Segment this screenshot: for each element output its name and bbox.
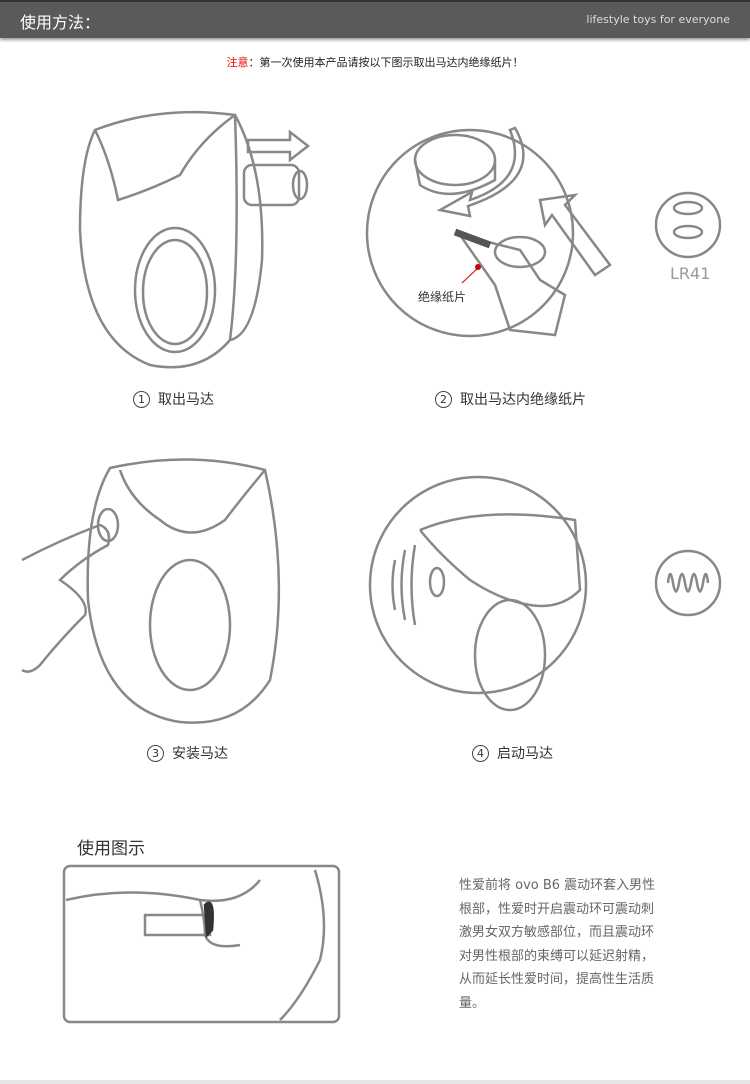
step2-circle-illustration	[365, 126, 722, 338]
step-label: 取出马达内绝缘纸片	[460, 392, 586, 408]
header-bar: 使用方法： lifestyle toys for everyone	[0, 0, 750, 38]
step-number: 1	[133, 391, 150, 408]
step3-ring-illustration	[21, 458, 281, 724]
tagline: lifestyle toys for everyone	[586, 13, 730, 26]
step2-caption: 2 取出马达内绝缘纸片	[435, 389, 586, 409]
battery-label: LR41	[670, 264, 711, 283]
step4-caption: 4 启动马达	[472, 743, 553, 763]
footer-divider	[0, 1080, 750, 1084]
step-number: 2	[435, 391, 452, 408]
usage-illustration	[62, 864, 341, 1024]
step3-caption: 3 安装马达	[147, 743, 228, 763]
step-label: 启动马达	[497, 746, 553, 762]
usage-description: 性爱前将 ovo B6 震动环套入男性根部，性爱时开启震动环可震动刺激男女双方敏…	[459, 878, 656, 1011]
step1-caption: 1 取出马达	[133, 389, 214, 409]
step-number: 4	[472, 745, 489, 762]
notice: 注意：第一次使用本产品请按以下图示取出马达内绝缘纸片！	[0, 54, 750, 70]
page-title: 使用方法：	[20, 13, 101, 32]
step1-ring-illustration	[78, 110, 311, 369]
step-label: 安装马达	[172, 746, 228, 762]
notice-warn: 注意	[226, 56, 249, 69]
usage-title: 使用图示	[77, 839, 145, 859]
notice-text: ：第一次使用本产品请按以下图示取出马达内绝缘纸片！	[248, 56, 524, 69]
step4-circle-illustration	[368, 475, 722, 712]
step-number: 3	[147, 745, 164, 762]
step-label: 取出马达	[158, 392, 214, 408]
callout-insulating-paper: 绝缘纸片	[418, 290, 467, 304]
